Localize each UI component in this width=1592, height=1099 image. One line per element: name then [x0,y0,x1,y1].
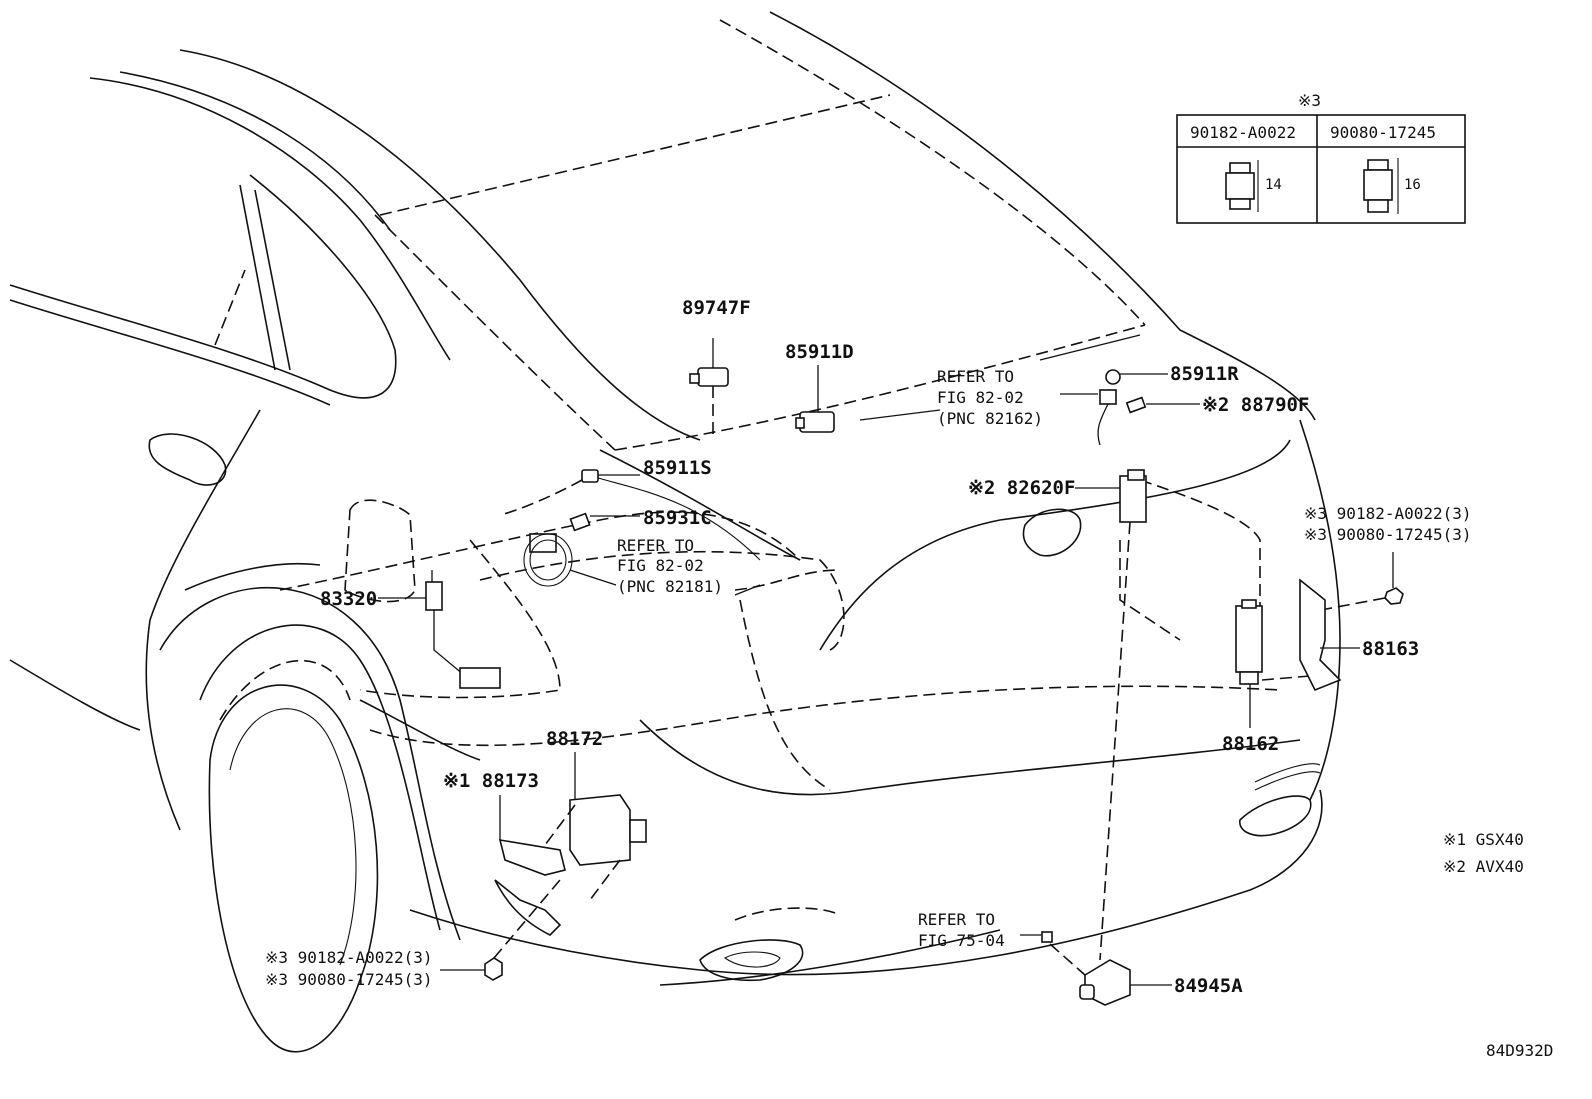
callout-88162: 88162 [1222,733,1279,755]
fastener-legend-box [1176,114,1466,224]
refer-82181-line2: FIG 82-02 [617,556,704,575]
note-gsx40: ※1 GSX40 [1443,830,1524,849]
callout-85911S: 85911S [643,457,712,479]
refer-82162-line1: REFER TO [937,367,1014,386]
callout-82620F: ※2 82620F [968,477,1075,499]
legend-part-1: 90182-A0022 [1190,123,1296,142]
part-88162-sensor [1235,599,1311,728]
legend-heading: ※3 [1298,91,1321,110]
part-85911S-connector [499,469,761,561]
callout-nut-left-1: ※3 90182-A0022(3) [265,948,433,967]
part-82620F-module [1075,469,1147,961]
legend-dim-1: 14 [1265,177,1282,193]
callout-nut-right-1: ※3 90182-A0022(3) [1304,504,1472,523]
part-83320-fuel-sender [378,570,501,689]
refer-82162-line3: (PNC 82162) [937,409,1043,428]
part-84945A-camera [1079,959,1172,1006]
part-88173-bracket [494,795,566,936]
nut-16-icon [1363,158,1399,214]
part-88172-radar-sensor [544,752,647,901]
callout-nut-left-2: ※3 90080-17245(3) [265,970,433,989]
reference-leader-lines [734,334,1141,596]
nut-left-icon [440,879,561,981]
refer-75-04-line2: FIG 75-04 [918,931,1005,950]
callout-84945A: 84945A [1174,975,1243,997]
refer-82181-line3: (PNC 82181) [617,577,723,596]
part-85911D-antenna [795,365,835,433]
part-85911R-connector [1060,369,1168,446]
part-88163-bracket [1299,578,1360,692]
refer-82162-line2: FIG 82-02 [937,388,1024,407]
refer-75-04-line1: REFER TO [918,910,995,929]
callout-88173: ※1 88173 [443,770,539,792]
refer-82181-line1: REFER TO [617,536,694,555]
callout-89747F: 89747F [682,297,751,319]
callout-88163: 88163 [1362,638,1419,660]
nut-14-icon [1225,160,1259,212]
figure-code: 84D932D [1486,1041,1553,1060]
callout-88172: 88172 [546,728,603,750]
callout-85911D: 85911D [785,341,854,363]
vehicle-body-outline [9,11,1341,1053]
legend-dim-2: 16 [1404,177,1421,193]
part-85931C-harness [523,512,841,591]
callout-85911R: 85911R [1170,363,1239,385]
clip-fig-75-04-icon [1020,931,1086,976]
callout-83320: 83320 [320,588,377,610]
callout-88790F: ※2 88790F [1202,394,1309,416]
note-avx40: ※2 AVX40 [1443,857,1524,876]
part-88790F-connector [1125,396,1200,414]
callout-nut-right-2: ※3 90080-17245(3) [1304,525,1472,544]
callout-85931C: 85931C [643,507,712,529]
part-89747F-sensor [689,338,729,440]
legend-part-2: 90080-17245 [1330,123,1436,142]
